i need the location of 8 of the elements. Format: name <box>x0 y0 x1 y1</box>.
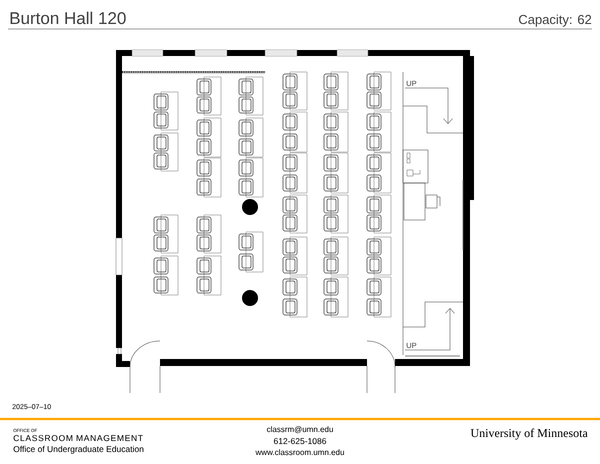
phone-number: 612-625-1086 <box>274 438 326 444</box>
office-label: CLASSROOM MANAGEMENT <box>14 435 143 442</box>
university-name: University of Minnesota <box>470 428 588 440</box>
title: Burton Hall 120 <box>10 12 126 24</box>
email-address: classrm@umn.edu <box>266 426 333 434</box>
office-label: Office of Undergraduate Education <box>14 446 144 454</box>
web-address: www.classroom.umn.edu <box>256 449 344 456</box>
capacity-label: Capacity: 62 <box>519 14 592 27</box>
